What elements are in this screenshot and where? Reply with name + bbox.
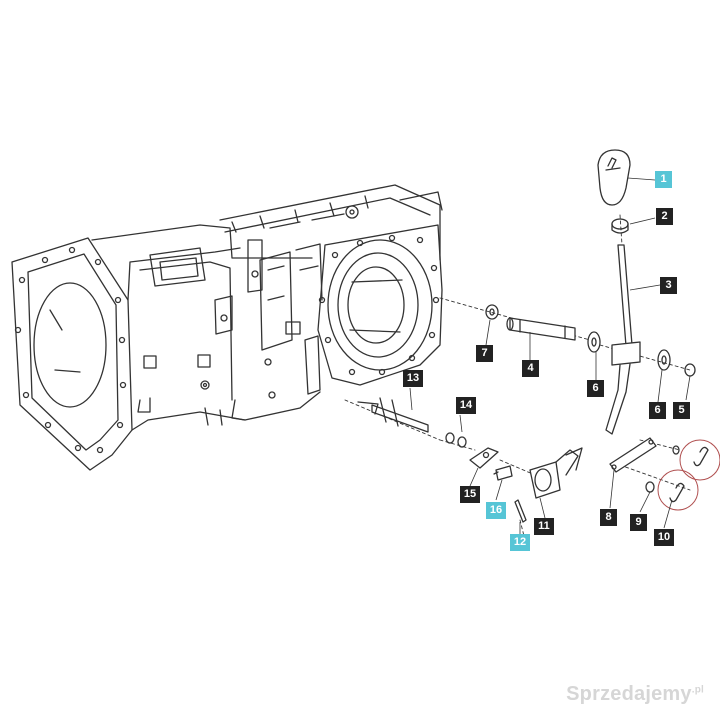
callout-10: 10 xyxy=(654,529,674,546)
callout-2: 2 xyxy=(656,208,673,225)
shift-lever xyxy=(605,244,641,435)
watermark-logo: Sprzedajemy.pl xyxy=(566,683,704,706)
washer-6a xyxy=(587,331,601,353)
callout-leaders xyxy=(409,177,691,538)
washer-9 xyxy=(645,481,655,493)
link-bar xyxy=(609,437,657,473)
callout-6a: 6 xyxy=(587,380,604,397)
callout-13: 13 xyxy=(403,370,423,387)
callout-5: 5 xyxy=(673,402,690,419)
washer-7 xyxy=(485,304,499,320)
callout-4: 4 xyxy=(522,360,539,377)
r-clip-10 xyxy=(669,446,709,503)
callout-9: 9 xyxy=(630,514,647,531)
callout-12: 12 xyxy=(510,534,530,551)
shift-yoke xyxy=(529,447,583,499)
callout-7: 7 xyxy=(476,345,493,362)
watermark-brand: Sprzedajemy xyxy=(566,683,692,705)
watermark-domain: .pl xyxy=(691,684,704,696)
callout-6b: 6 xyxy=(649,402,666,419)
assembly-lines xyxy=(344,214,691,541)
callout-3: 3 xyxy=(660,277,677,294)
washer-6b xyxy=(657,349,671,371)
roll-pin xyxy=(514,499,527,523)
callout-15: 15 xyxy=(460,486,480,503)
o-rings xyxy=(445,432,467,448)
selector-rod xyxy=(357,397,429,433)
circle-marks xyxy=(657,439,720,511)
callout-14: 14 xyxy=(456,397,476,414)
selector-shaft xyxy=(506,317,576,341)
washer-upper xyxy=(672,445,680,455)
lock-nut xyxy=(611,218,629,234)
transmission-housing xyxy=(11,184,443,471)
lock-plate xyxy=(469,447,499,469)
callout-11: 11 xyxy=(534,518,554,535)
bolt xyxy=(493,465,513,481)
callout-1: 1 xyxy=(655,171,672,188)
callout-8: 8 xyxy=(600,509,617,526)
callout-16: 16 xyxy=(486,502,506,519)
gear-knob xyxy=(597,149,631,206)
